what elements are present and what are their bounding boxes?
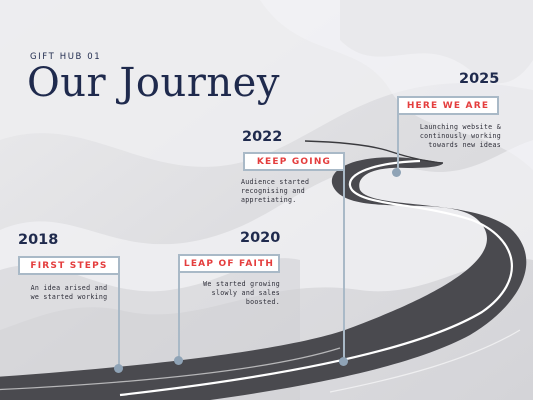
- milestone-marker: [174, 356, 183, 365]
- milestone-marker: [392, 168, 401, 177]
- milestone-label: FIRST STEPS: [18, 256, 120, 275]
- milestone-pole: [397, 98, 399, 170]
- page-title: Our Journey: [27, 60, 280, 106]
- milestone-pole: [343, 154, 345, 359]
- milestone-year: 2022: [242, 129, 283, 145]
- milestone-description: Audience started recognising and appreti…: [241, 178, 310, 204]
- milestone-description: We started growing slowly and sales boos…: [203, 280, 280, 306]
- milestone-label: KEEP GOING: [243, 152, 345, 171]
- milestone-description: Launching website & continously working …: [419, 123, 501, 149]
- road: [0, 140, 527, 400]
- milestone-marker: [339, 357, 348, 366]
- milestone-year: 2018: [18, 232, 59, 248]
- milestone-label: LEAP OF FAITH: [178, 254, 280, 273]
- milestone-pole: [178, 258, 180, 358]
- milestone-label: HERE WE ARE: [397, 96, 499, 115]
- milestone-description: An idea arised and we started working: [30, 284, 108, 301]
- milestone-year: 2020: [240, 230, 281, 246]
- milestone-marker: [114, 364, 123, 373]
- brand-name: GIFT HUB 01: [30, 52, 102, 62]
- milestone-pole: [118, 258, 120, 366]
- milestone-year: 2025: [459, 71, 500, 87]
